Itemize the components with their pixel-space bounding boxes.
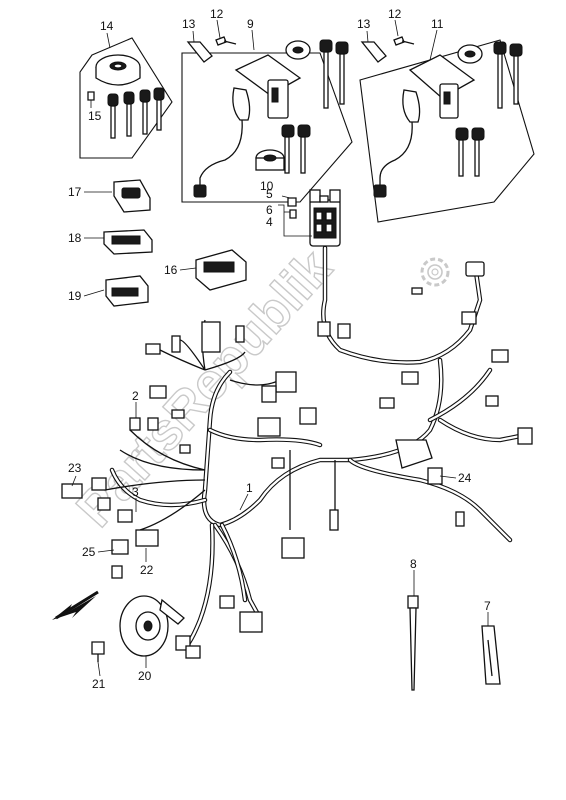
- callout-18: 18: [68, 231, 82, 245]
- callout-15: 15: [88, 109, 102, 123]
- callout-12: 12: [210, 7, 224, 21]
- callout-10: 10: [260, 179, 274, 193]
- callout-22: 22: [140, 563, 154, 577]
- screws-13-12-left: [186, 36, 237, 63]
- callout-9: 9: [247, 17, 254, 31]
- cable-tie-8: [407, 595, 419, 691]
- callout-20: 20: [138, 669, 152, 683]
- part-group-14-box: [79, 37, 173, 159]
- callout-14: 14: [100, 19, 114, 33]
- gear-icon: [420, 257, 450, 287]
- harness-connectors: [61, 261, 533, 659]
- callout-24: 24: [458, 471, 472, 485]
- clamp-7: [481, 625, 501, 685]
- switch-19: [105, 275, 149, 307]
- switch-16: [195, 249, 247, 291]
- screws-13-12-right: [360, 36, 415, 63]
- callout-13: 13: [182, 17, 196, 31]
- main-wiring-harness-1: [104, 245, 523, 651]
- switch-18: [103, 229, 153, 255]
- fuse-box-4: [309, 189, 341, 247]
- callout-16: 16: [164, 263, 178, 277]
- callout-17: 17: [68, 185, 82, 199]
- callout-leaders: [71, 19, 489, 677]
- switch-17: [113, 179, 151, 213]
- leader-4: [278, 195, 312, 237]
- callout-7: 7: [484, 599, 491, 613]
- callout-4: 4: [266, 215, 273, 229]
- callout-5: 5: [266, 187, 273, 201]
- callout-23: 23: [68, 461, 82, 475]
- callout-25: 25: [82, 545, 96, 559]
- callout-labels: 14 15 13 12 9 10 13 12 11 17 18 19 16 5 …: [68, 7, 491, 691]
- fuse-5: [287, 197, 297, 207]
- callout-8: 8: [410, 557, 417, 571]
- callout-1: 1: [246, 481, 253, 495]
- fuse-6: [289, 209, 297, 219]
- part-group-11-box: [359, 39, 535, 223]
- callout-21: 21: [92, 677, 106, 691]
- part-group-9-box: [181, 39, 353, 203]
- callout-11: 11: [431, 17, 444, 31]
- callout-13b: 13: [357, 17, 371, 31]
- callout-12b: 12: [388, 7, 402, 21]
- callout-3: 3: [132, 485, 139, 499]
- callout-2: 2: [132, 389, 139, 403]
- bolt-21: [91, 641, 105, 662]
- callout-19: 19: [68, 289, 82, 303]
- horn-20: [119, 595, 185, 657]
- front-direction-arrow-icon: [52, 590, 99, 620]
- callout-6: 6: [266, 203, 273, 217]
